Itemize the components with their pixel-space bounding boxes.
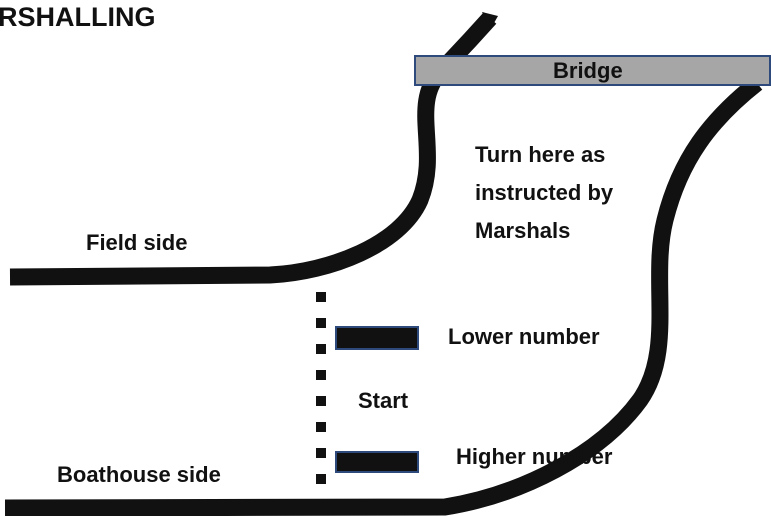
boathouse-bank-line	[4, 76, 763, 516]
bridge	[414, 55, 771, 86]
river-arrow-tip	[482, 12, 498, 30]
lower-number-label: Lower number	[448, 324, 600, 349]
field-bank-line	[9, 12, 497, 286]
turn-instruction-line: Marshals	[475, 218, 571, 243]
boat-lower-number	[335, 326, 419, 350]
boathouse-side-label: Boathouse side	[57, 462, 221, 487]
turn-instruction: Turn here as instructed by Marshals	[475, 136, 613, 250]
field-side-label: Field side	[86, 230, 188, 255]
bridge-label: Bridge	[553, 58, 623, 83]
start-label: Start	[358, 388, 409, 413]
turn-instruction-line: Turn here as	[475, 142, 606, 167]
turn-instruction-line: instructed by	[475, 180, 614, 205]
boat-higher-number	[335, 451, 419, 473]
page-title: RSHALLING	[0, 2, 156, 32]
higher-number-label: Higher number	[456, 444, 613, 469]
